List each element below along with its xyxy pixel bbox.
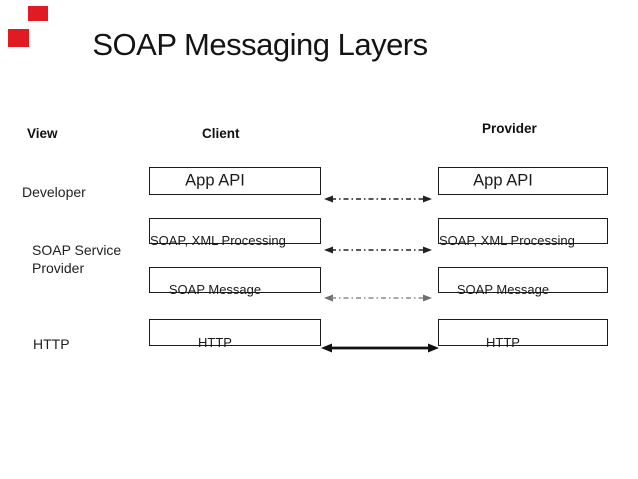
- client-http-label: HTTP: [198, 335, 232, 350]
- view-label-developer: Developer: [22, 184, 86, 200]
- view-label-soap-service-provider: SOAP Service Provider: [32, 242, 122, 276]
- client-http-box: HTTP: [149, 319, 321, 350]
- dashdot-arrow-soap-message: [324, 294, 432, 302]
- connection-arrows: [321, 195, 439, 353]
- red-corner-mark-bottom: [8, 29, 29, 47]
- column-header-client: Client: [202, 126, 240, 141]
- provider-app-api-label: App API: [473, 171, 533, 190]
- solid-arrow-http: [321, 343, 439, 353]
- client-app-api-box: App API: [149, 167, 321, 195]
- provider-soap-message-label: SOAP Message: [456, 282, 550, 297]
- dashdot-arrow-app-api: [324, 195, 432, 203]
- provider-soap-xml-processing-box: SOAP, XML Processing: [438, 218, 608, 248]
- provider-http-box: HTTP: [438, 319, 608, 350]
- client-soap-xml-processing-box: SOAP, XML Processing: [149, 218, 321, 248]
- provider-app-api-box: App API: [438, 167, 608, 195]
- dashdot-arrow-soap-xml: [324, 246, 432, 254]
- provider-http-label: HTTP: [486, 335, 520, 350]
- red-corner-mark-top: [28, 6, 48, 21]
- provider-soap-message-box: SOAP Message: [438, 267, 608, 297]
- view-label-http: HTTP: [33, 336, 70, 352]
- provider-soap-xml-processing-label: SOAP, XML Processing: [439, 233, 575, 248]
- client-app-api-label: App API: [185, 171, 245, 190]
- slide-title: SOAP Messaging Layers: [92, 27, 428, 62]
- column-header-provider: Provider: [482, 121, 537, 136]
- client-soap-xml-processing-label: SOAP, XML Processing: [150, 233, 286, 248]
- client-soap-message-box: SOAP Message: [149, 267, 321, 297]
- column-header-view: View: [27, 126, 58, 141]
- client-soap-message-label: SOAP Message: [168, 282, 262, 297]
